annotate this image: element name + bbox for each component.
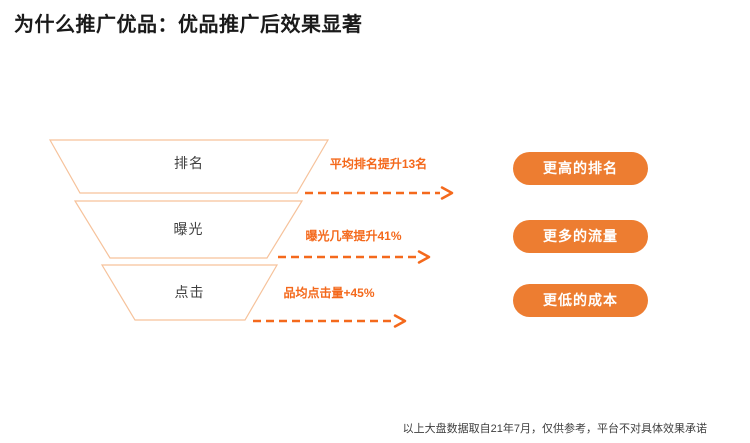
benefit-badge-traffic: 更多的流量: [513, 220, 648, 253]
funnel-stage-label-clicks: 点击: [174, 284, 205, 300]
benefit-badge-cost: 更低的成本: [513, 284, 648, 317]
dashed-arrow-exposure: [278, 250, 431, 264]
benefit-badge-ranking: 更高的排名: [513, 152, 648, 185]
slide-title: 为什么推广优品：优品推广后效果显著: [14, 14, 363, 36]
funnel-stage-label-ranking: 排名: [174, 155, 204, 171]
funnel-stage-label-exposure: 曝光: [173, 221, 204, 237]
footnote: 以上大盘数据取自21年7月，仅供参考，平台不对具体效果承诺: [402, 423, 707, 435]
dashed-arrow-ranking: [305, 186, 454, 200]
metric-ranking: 平均排名提升13名: [329, 157, 428, 171]
metric-exposure: 曝光几率提升41%: [305, 229, 402, 243]
dashed-arrow-clicks: [253, 314, 407, 328]
metric-clicks: 品均点击量+45%: [283, 286, 375, 300]
